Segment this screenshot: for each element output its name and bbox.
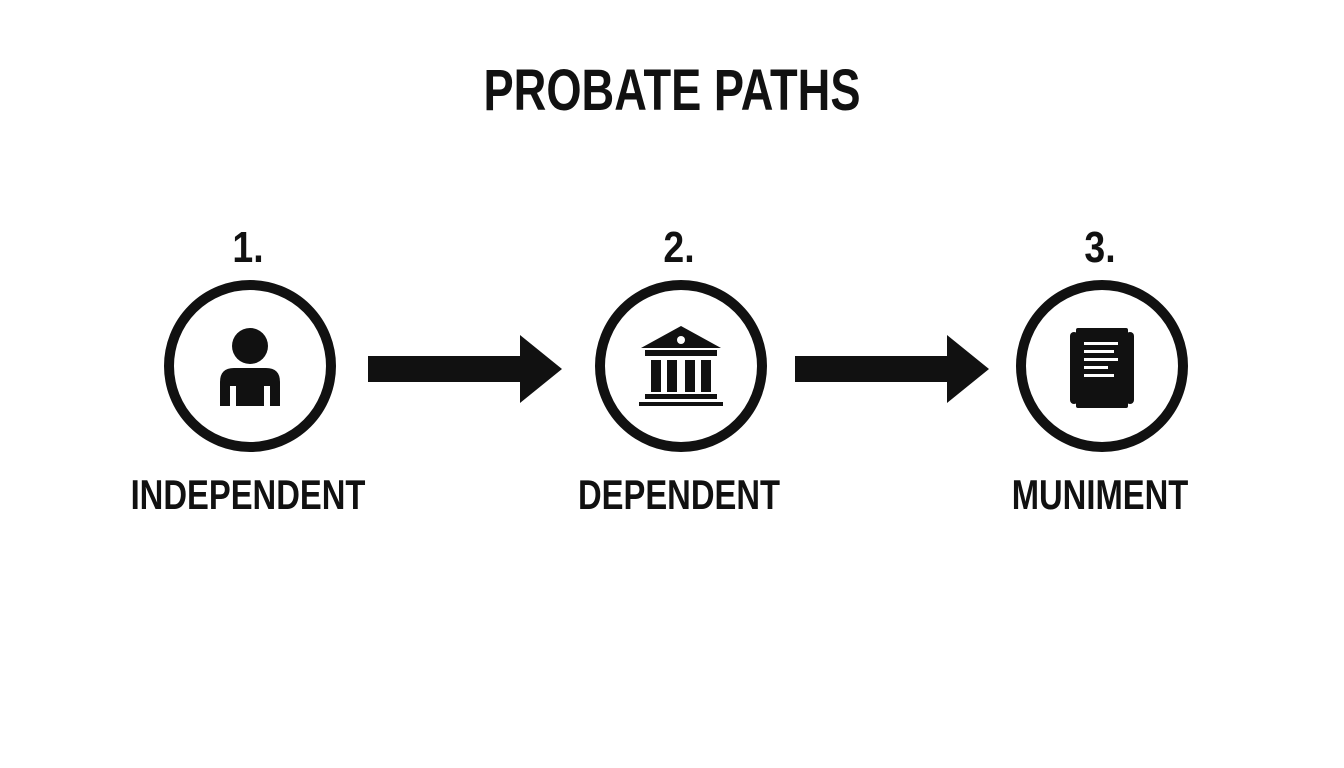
step-label: MUNIMENT (1011, 471, 1189, 518)
step-number: 1. (232, 223, 264, 272)
step-circle (164, 280, 336, 452)
step-label: INDEPENDENT (130, 471, 366, 518)
person-icon (220, 328, 280, 406)
step-label: DEPENDENT (577, 471, 781, 518)
step-circle (1016, 280, 1188, 452)
step-number: 3. (1084, 223, 1116, 272)
step-muniment: 3. MUNIMENT (980, 222, 1220, 522)
step-dependent: 2. DEPENDENT (559, 222, 799, 522)
diagram-title: PROBATE PATHS (483, 58, 861, 123)
step-independent: 1. INDEPENDENT (128, 222, 368, 522)
arrow-right-icon (795, 335, 991, 403)
arrow-right-icon (368, 335, 564, 403)
step-circle (595, 280, 767, 452)
document-icon (1070, 328, 1134, 408)
step-number: 2. (663, 223, 695, 272)
courthouse-icon (639, 326, 723, 406)
